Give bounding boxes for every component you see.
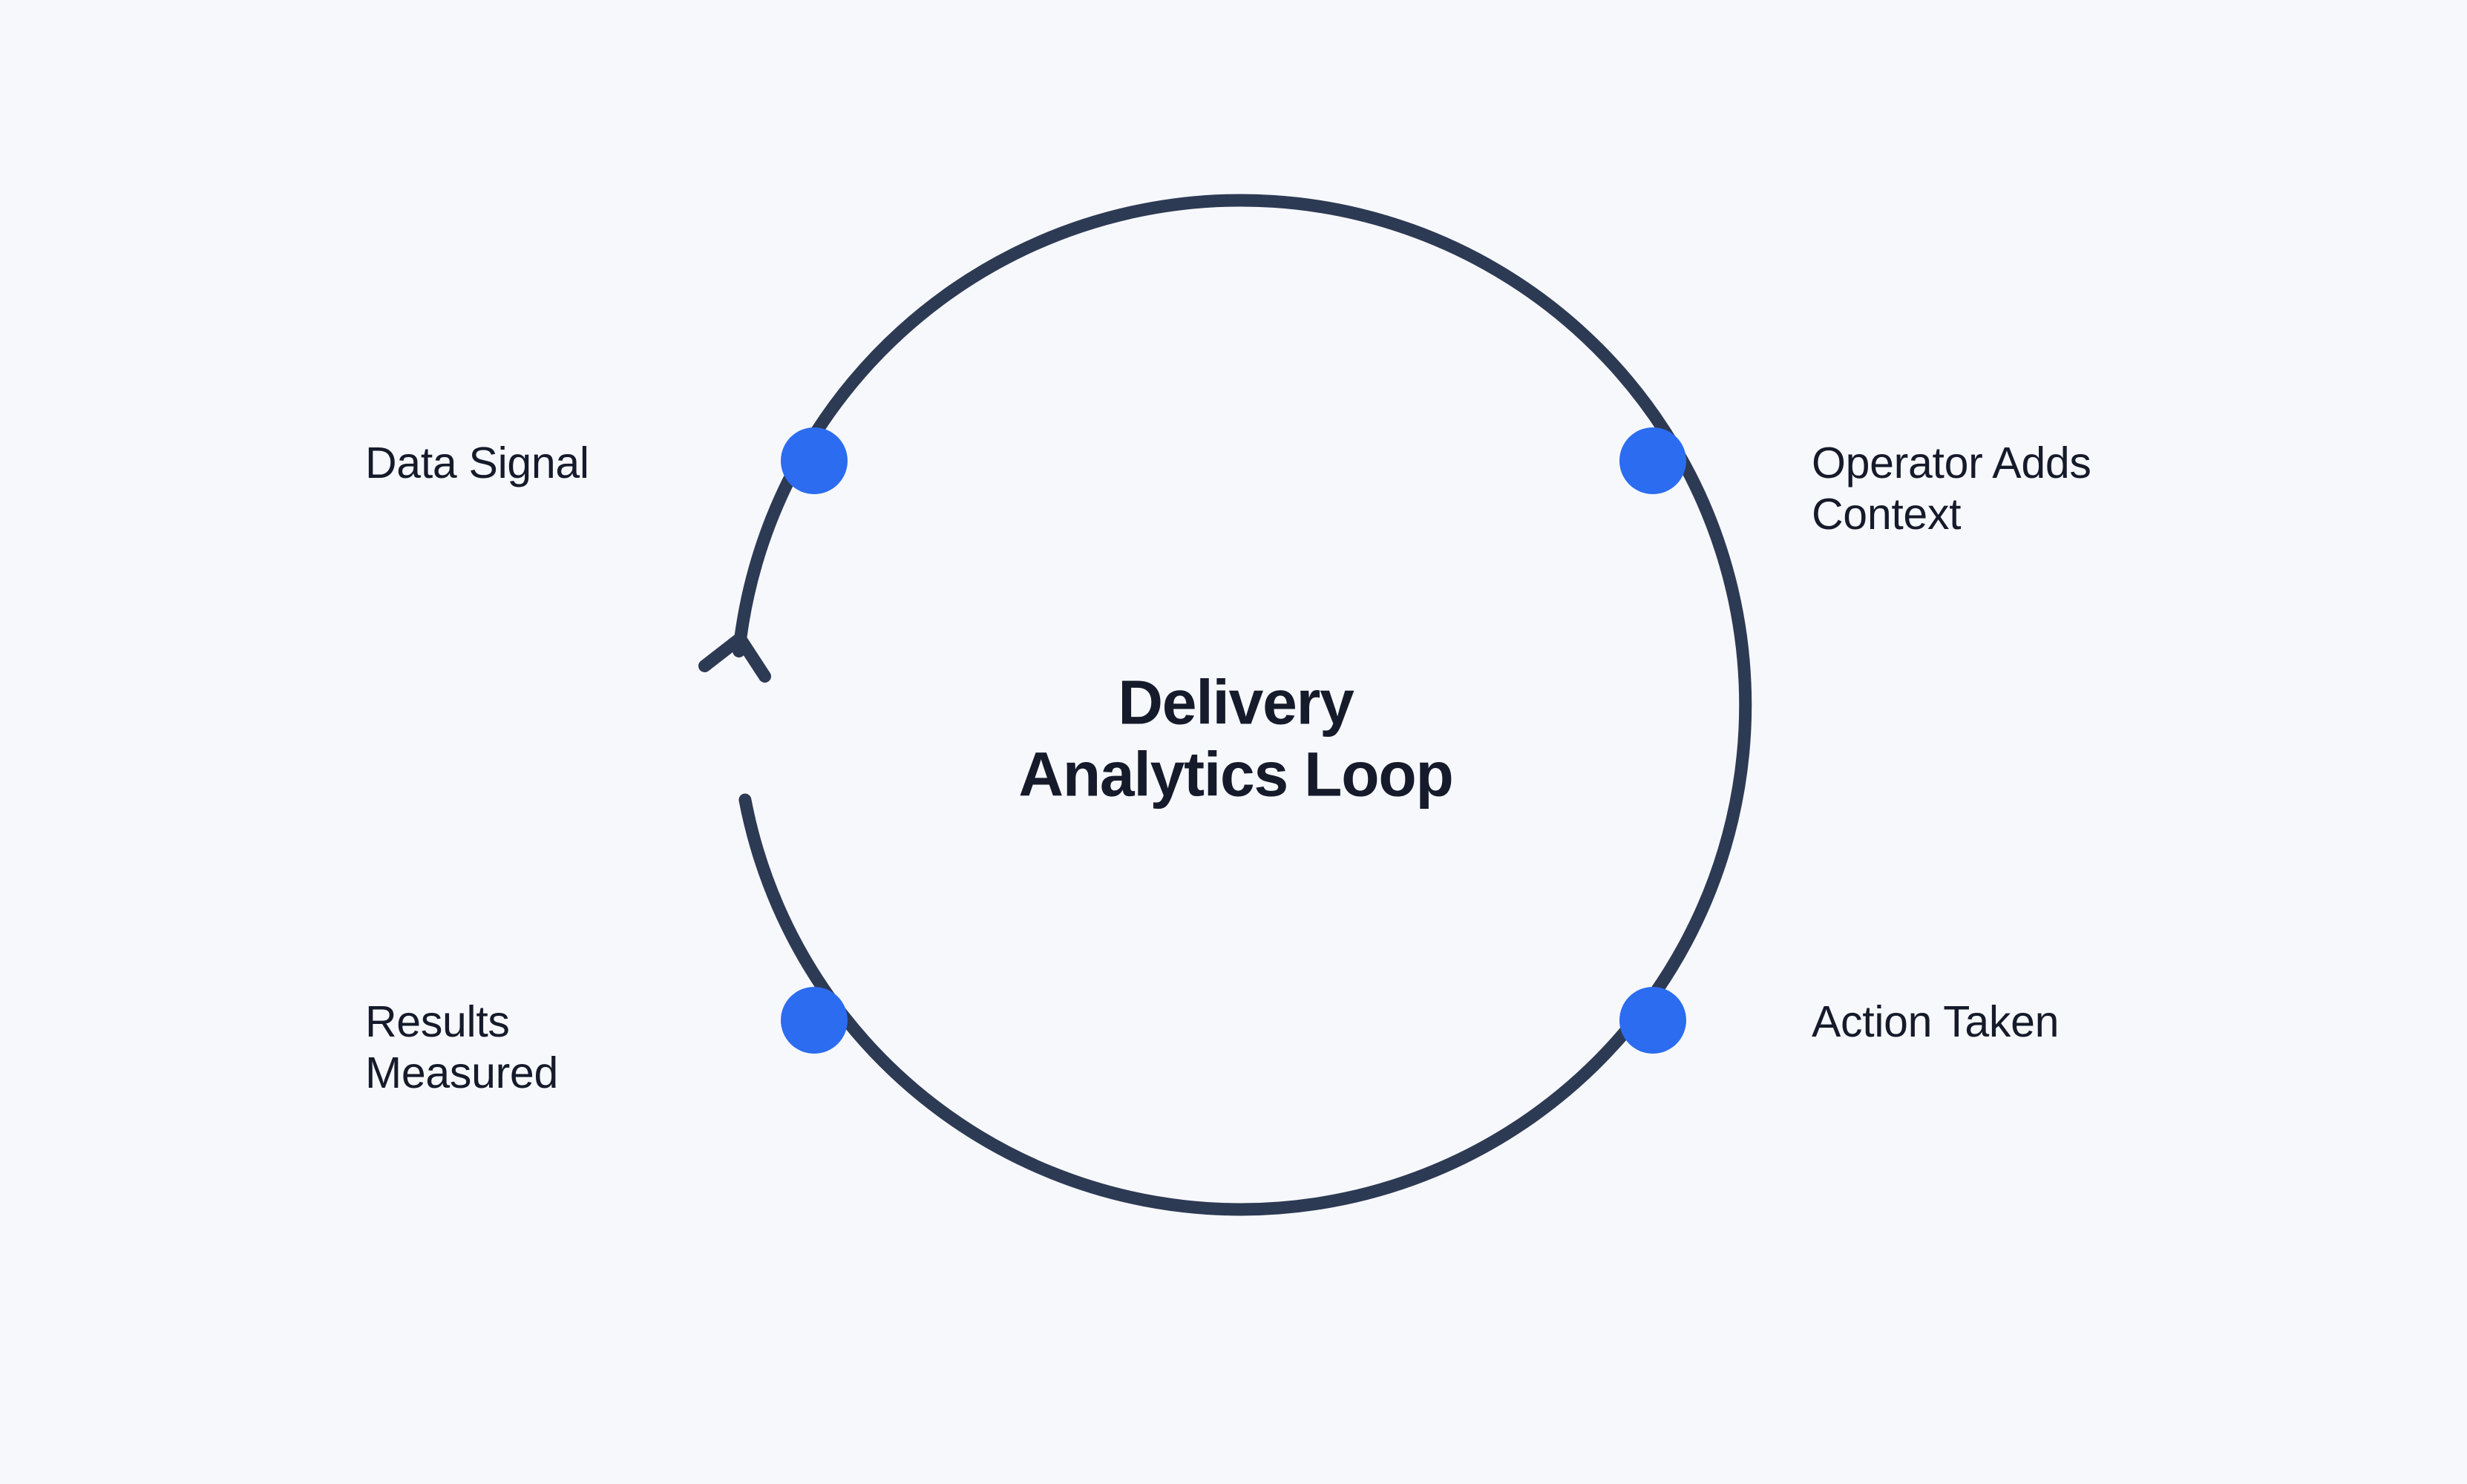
arrow-up-icon — [698, 632, 771, 683]
node-label-results-measured-line-2: Measured — [365, 1048, 558, 1098]
loop-title-line-2: Analytics Loop — [1018, 740, 1453, 810]
loop-title: Delivery Analytics Loop — [1018, 667, 1453, 812]
node-dot-data-signal[interactable] — [781, 427, 848, 494]
node-dot-operator-adds-context[interactable] — [1619, 427, 1686, 494]
loop-title-line-1: Delivery — [1118, 667, 1354, 738]
node-label-operator-adds-context-line-2: Context — [1812, 490, 1962, 539]
node-label-operator-adds-context: Operator Adds Context — [1812, 438, 2331, 540]
node-label-results-measured: Results Measured — [365, 997, 736, 1099]
node-label-action-taken-line-1: Action Taken — [1812, 997, 2060, 1046]
loop-arc-path — [733, 194, 1752, 1216]
node-label-operator-adds-context-line-1: Operator Adds — [1812, 439, 2091, 487]
node-label-action-taken: Action Taken — [1812, 997, 2331, 1048]
node-label-data-signal: Data Signal — [365, 438, 736, 489]
node-label-data-signal-line-1: Data Signal — [365, 439, 589, 487]
node-label-results-measured-line-1: Results — [365, 997, 510, 1046]
node-dot-action-taken[interactable] — [1619, 987, 1686, 1054]
node-dot-results-measured[interactable] — [781, 987, 848, 1054]
